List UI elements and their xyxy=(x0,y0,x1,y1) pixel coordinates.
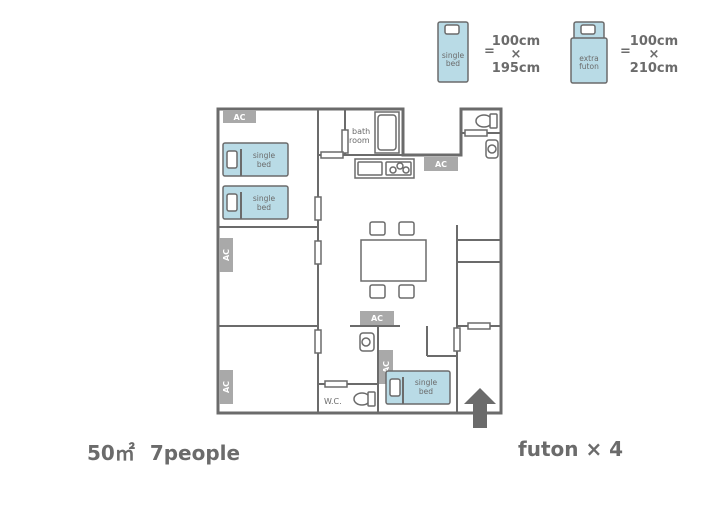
sink xyxy=(485,139,499,159)
door xyxy=(320,151,344,159)
ac-unit: AC xyxy=(223,110,256,123)
capacity-text: 7people xyxy=(149,441,241,465)
equals-sign: = xyxy=(484,44,495,59)
ac-unit: AC xyxy=(219,370,233,404)
interior-walls xyxy=(218,109,501,413)
legend-futon-label: extra xyxy=(579,54,599,63)
door xyxy=(341,129,349,154)
door xyxy=(324,380,348,388)
bathroom-label: bath xyxy=(352,127,370,136)
svg-text:bed: bed xyxy=(257,203,271,212)
pillow-icon xyxy=(444,24,460,35)
door xyxy=(314,240,322,265)
door xyxy=(467,322,491,330)
door xyxy=(453,327,461,352)
futon-length: 210cm xyxy=(630,61,678,76)
svg-text:AC: AC xyxy=(435,160,447,169)
svg-text:single: single xyxy=(253,151,276,160)
svg-text:single: single xyxy=(415,378,438,387)
single-bed: single bed xyxy=(385,370,451,405)
door xyxy=(464,129,488,137)
entrance-arrow-icon xyxy=(464,388,496,428)
legend-extra-futon: extra futon = 100cm × 210cm xyxy=(570,21,678,84)
equals-sign: = xyxy=(620,44,631,59)
dining-table xyxy=(360,221,427,299)
single-bed-icon xyxy=(437,21,469,83)
door xyxy=(314,329,322,354)
svg-text:AC: AC xyxy=(222,381,231,393)
outer-wall xyxy=(216,107,503,415)
bed-width: 100cm xyxy=(492,34,540,49)
doors xyxy=(314,129,491,388)
wc-label: W.C. xyxy=(324,397,342,406)
area-text: 50㎡ xyxy=(87,441,135,465)
svg-text:AC: AC xyxy=(371,314,383,323)
sink xyxy=(359,332,375,352)
legend-bed-label: bed xyxy=(446,59,460,68)
single-bed: single bed xyxy=(222,142,289,177)
svg-text:AC: AC xyxy=(233,113,245,122)
legend-single-bed: single bed = 100cm × 195cm xyxy=(437,21,540,83)
legend-futon-label: futon xyxy=(579,62,599,71)
legend-bed-label: single xyxy=(442,51,465,60)
toilet xyxy=(475,113,498,129)
svg-text:AC: AC xyxy=(222,249,231,261)
door xyxy=(314,196,322,221)
toilet xyxy=(353,391,376,407)
ac-unit: AC xyxy=(424,157,458,171)
svg-text:AC: AC xyxy=(382,361,391,373)
svg-text:single: single xyxy=(253,194,276,203)
svg-text:bed: bed xyxy=(257,160,271,169)
extra-futon-icon xyxy=(570,37,608,84)
futon-width: 100cm xyxy=(630,34,678,49)
times-sign: × xyxy=(511,47,522,62)
ac-unit: AC xyxy=(219,238,233,272)
bed-length: 195cm xyxy=(492,61,540,76)
single-bed: single bed xyxy=(222,185,289,220)
area-and-capacity: 50㎡ 7people xyxy=(87,437,240,466)
kitchen-counter xyxy=(354,158,415,179)
bathtub xyxy=(374,111,400,154)
bathroom-label: room xyxy=(349,136,370,145)
pillow-icon xyxy=(580,24,596,35)
futon-count: futon × 4 xyxy=(518,437,624,461)
times-sign: × xyxy=(649,47,660,62)
ac-unit: AC xyxy=(360,311,394,325)
svg-text:bed: bed xyxy=(419,387,433,396)
